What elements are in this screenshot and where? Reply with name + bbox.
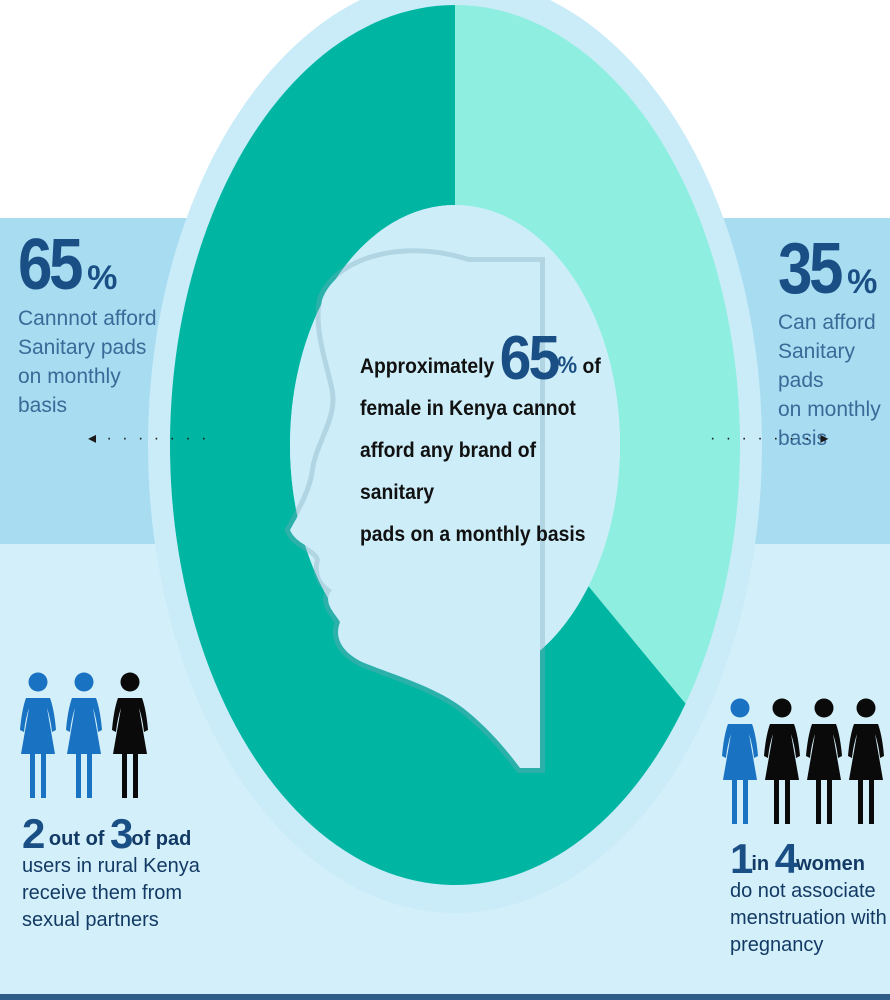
woman-blue-icon bbox=[66, 672, 102, 798]
person-head bbox=[856, 698, 876, 718]
person-leg bbox=[122, 754, 127, 798]
woman-black-icon bbox=[112, 672, 148, 798]
person-leg bbox=[41, 754, 46, 798]
person-leg bbox=[732, 780, 737, 824]
center-unit: % bbox=[557, 352, 578, 379]
person-leg bbox=[76, 754, 81, 798]
person-leg bbox=[743, 780, 748, 824]
left-stat-line: on monthly bbox=[18, 365, 121, 388]
bottom-left-note: 2 out of 3of pad users in rural Kenya re… bbox=[22, 813, 242, 934]
left-stat-value: 65 bbox=[18, 225, 83, 305]
woman-blue-icon bbox=[722, 698, 758, 824]
donut-segment-can-afford bbox=[455, 5, 740, 704]
woman-blue-icon bbox=[20, 672, 56, 798]
person-head bbox=[28, 672, 48, 692]
left-stat-unit: % bbox=[87, 259, 118, 297]
bottom-right-line: do not associate bbox=[730, 880, 876, 902]
left-stat: 65% Cannnot afford Sanitary pads on mont… bbox=[18, 225, 157, 420]
bottom-left-line: users in rural Kenya bbox=[22, 855, 200, 877]
bottom-left-text-a: out of bbox=[48, 828, 105, 850]
bottom-left-line: sexual partners bbox=[22, 909, 159, 931]
center-before: Approximately bbox=[360, 355, 495, 378]
bottom-right-num-a: 1 bbox=[730, 835, 753, 882]
bottom-left-line: receive them from bbox=[22, 882, 183, 904]
left-stat-line: Sanitary pads bbox=[18, 336, 147, 359]
bottom-right-line: pregnancy bbox=[730, 934, 824, 956]
person-head bbox=[120, 672, 140, 692]
person-dress bbox=[722, 724, 758, 780]
footer-rule bbox=[0, 994, 890, 1000]
person-leg bbox=[827, 780, 832, 824]
person-head bbox=[814, 698, 834, 718]
bottom-right-text-a: in bbox=[751, 853, 770, 875]
person-leg bbox=[87, 754, 92, 798]
right-stat: 35% Can afford Sanitary pads on monthly … bbox=[778, 229, 890, 453]
right-stat-line: Can afford bbox=[778, 311, 876, 334]
left-stat-line: basis bbox=[18, 394, 68, 417]
woman-black-icon bbox=[764, 698, 800, 824]
bottom-right-line: menstruation with bbox=[730, 907, 887, 929]
bottom-left-num-b: 3 bbox=[110, 810, 133, 857]
right-stat-description: Can afford Sanitary pads on monthly basi… bbox=[778, 308, 890, 453]
right-stat-value: 35 bbox=[778, 229, 843, 309]
person-dress bbox=[66, 698, 102, 754]
donut-segment-cannot-afford bbox=[169, 5, 686, 885]
woman-black-icon bbox=[848, 698, 884, 824]
center-line: afford any brand of sanitary bbox=[360, 439, 537, 504]
person-dress bbox=[112, 698, 148, 754]
person-dress bbox=[20, 698, 56, 754]
right-arrow: · · · · · · · ▸ bbox=[710, 430, 832, 447]
bottom-right-note: 1in 4women do not associate menstruation… bbox=[730, 838, 890, 959]
person-leg bbox=[816, 780, 821, 824]
left-stat-description: Cannnot afford Sanitary pads on monthly … bbox=[18, 304, 157, 420]
person-dress bbox=[764, 724, 800, 780]
bottom-left-text-b: of pad bbox=[131, 828, 192, 850]
bottom-left-num-a: 2 bbox=[22, 810, 45, 857]
center-value: 65 bbox=[499, 324, 561, 393]
center-after: of bbox=[582, 355, 601, 378]
person-leg bbox=[133, 754, 138, 798]
person-leg bbox=[774, 780, 779, 824]
right-stat-line: on monthly bbox=[778, 398, 881, 421]
bottom-right-num-b: 4 bbox=[774, 835, 798, 882]
person-dress bbox=[848, 724, 884, 780]
face-silhouette-icon bbox=[290, 253, 540, 768]
person-leg bbox=[30, 754, 35, 798]
center-line: female in Kenya cannot bbox=[360, 397, 576, 420]
woman-black-icon bbox=[806, 698, 842, 824]
left-stat-line: Cannnot afford bbox=[18, 307, 157, 330]
person-leg bbox=[858, 780, 863, 824]
right-stat-line: Sanitary pads bbox=[778, 340, 856, 392]
person-head bbox=[74, 672, 94, 692]
person-dress bbox=[806, 724, 842, 780]
person-head bbox=[730, 698, 750, 718]
center-line: pads on a monthly basis bbox=[360, 523, 586, 546]
left-arrow: ◂ · · · · · · · bbox=[88, 430, 210, 447]
person-head bbox=[772, 698, 792, 718]
center-statement: Approximately 65% of female in Kenya can… bbox=[360, 328, 608, 556]
right-stat-unit: % bbox=[847, 263, 878, 301]
bottom-right-text-b: women bbox=[796, 853, 865, 875]
person-leg bbox=[869, 780, 874, 824]
right-stat-line: basis bbox=[778, 427, 828, 450]
person-leg bbox=[785, 780, 790, 824]
